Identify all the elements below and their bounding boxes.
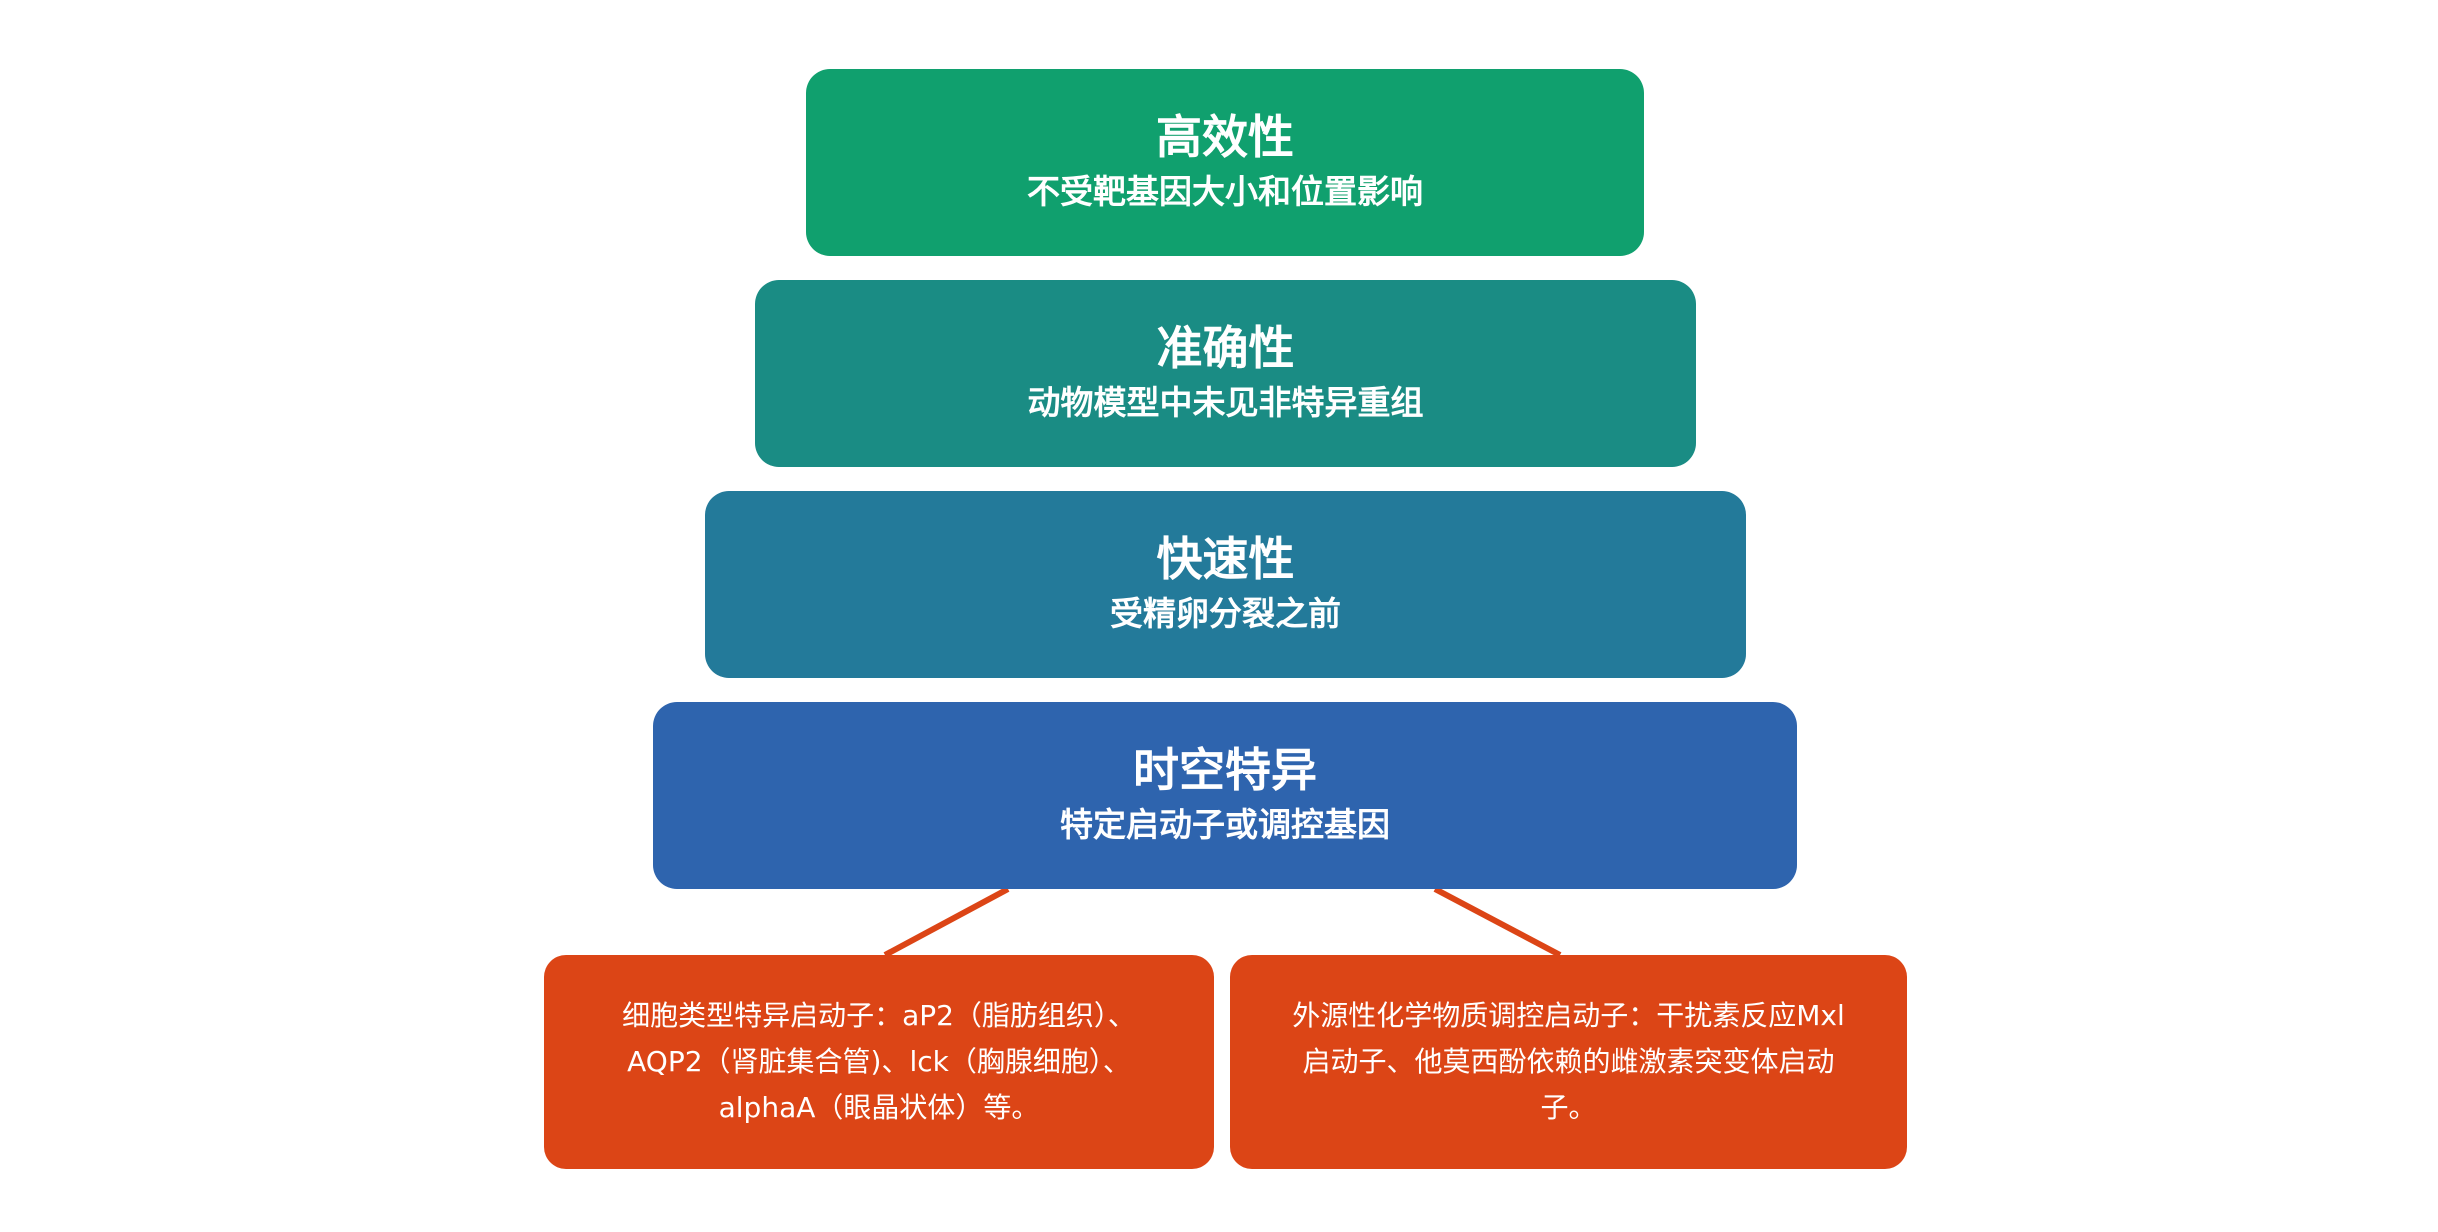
tier-title: 准确性: [1156, 320, 1295, 375]
leaf-text: 外源性化学物质调控启动子：干扰素反应Mxl启动子、他莫西酚依赖的雌激素突变体启动…: [1292, 999, 1845, 1124]
leaf-chemical-inducible-promoters: 外源性化学物质调控启动子：干扰素反应Mxl启动子、他莫西酚依赖的雌激素突变体启动…: [1230, 955, 1907, 1169]
tier-efficiency: 高效性 不受靶基因大小和位置影响: [806, 69, 1644, 256]
connector-right: [1433, 886, 1562, 958]
tier-accuracy: 准确性 动物模型中未见非特异重组: [755, 280, 1696, 467]
tier-speed: 快速性 受精卵分裂之前: [705, 491, 1746, 678]
tier-title: 时空特异: [1133, 742, 1317, 797]
leaf-cell-type-promoters: 细胞类型特异启动子：aP2（脂肪组织）、AQP2（肾脏集合管)、lck（胸腺细胞…: [544, 955, 1214, 1169]
leaf-text: 细胞类型特异启动子：aP2（脂肪组织）、AQP2（肾脏集合管)、lck（胸腺细胞…: [622, 999, 1136, 1124]
tier-subtitle: 动物模型中未见非特异重组: [1027, 382, 1424, 422]
tier-subtitle: 特定启动子或调控基因: [1060, 804, 1390, 844]
connector-left: [883, 886, 1010, 958]
tier-spatiotemporal: 时空特异 特定启动子或调控基因: [653, 702, 1797, 889]
tier-title: 高效性: [1156, 109, 1294, 164]
tier-title: 快速性: [1156, 531, 1295, 586]
tier-subtitle: 不受靶基因大小和位置影响: [1027, 171, 1423, 211]
tier-subtitle: 受精卵分裂之前: [1110, 593, 1341, 633]
